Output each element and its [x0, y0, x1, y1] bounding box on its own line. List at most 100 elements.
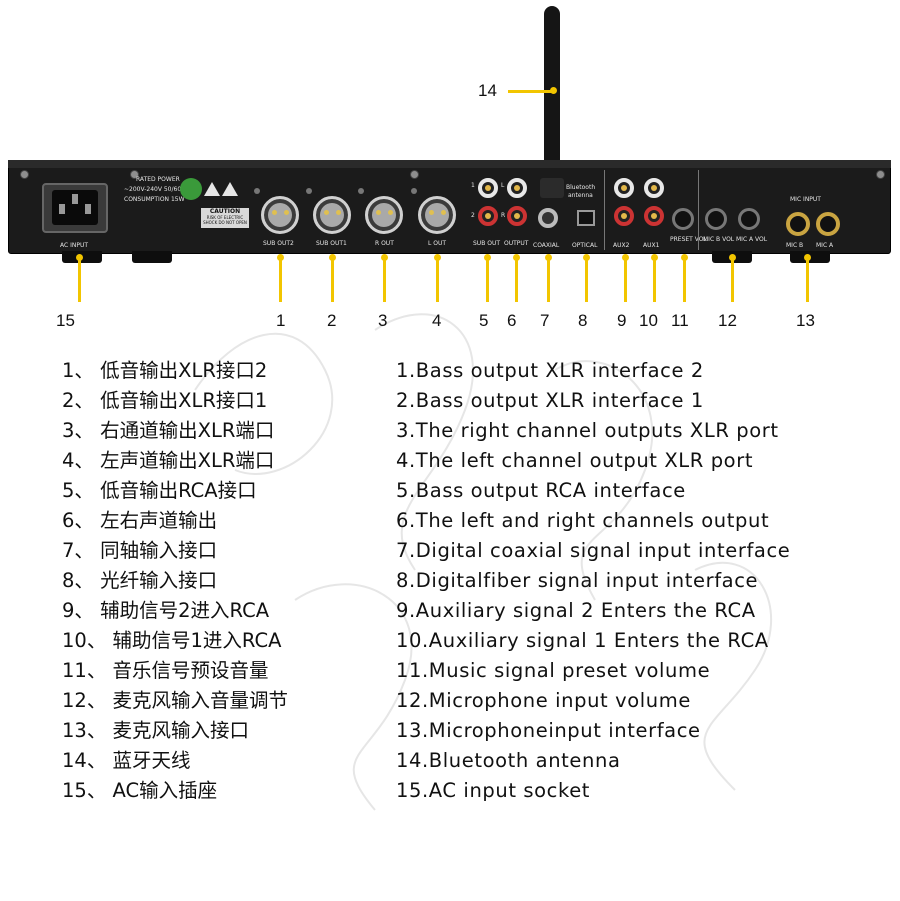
legend-zh-item: 8、 光纤输入接口 — [62, 569, 218, 592]
antenna-label: antenna — [568, 192, 593, 199]
legend-en-item: 9.Auxiliary signal 2 Enters the RCA — [396, 599, 756, 622]
preset-volume-knob — [672, 208, 694, 230]
xlr-r-out — [365, 196, 403, 234]
xlr-l-out — [418, 196, 456, 234]
xlr-pin — [272, 210, 277, 215]
rca-channel-2-label: 2 — [471, 212, 475, 219]
callout-number-7: 7 — [540, 311, 550, 330]
legend-en-item: 3.The right channel outputs XLR port — [396, 419, 779, 442]
antenna-mount — [540, 178, 564, 198]
callout-leader-10 — [653, 258, 656, 302]
mic-input-label: MIC INPUT — [790, 196, 821, 203]
aux2-label: AUX2 — [613, 242, 630, 249]
panel-top-lip — [8, 160, 891, 168]
rca-channel-1-label: 1 — [471, 182, 475, 189]
legend-en-item: 4.The left channel output XLR port — [396, 449, 754, 472]
callout-dot-6 — [513, 254, 520, 261]
screw — [20, 170, 29, 179]
xlr-pin — [429, 210, 434, 215]
callout-number-6: 6 — [507, 311, 517, 330]
callout-dot-4 — [434, 254, 441, 261]
callout-dot-15 — [76, 254, 83, 261]
callout-dot-10 — [651, 254, 658, 261]
screw — [130, 170, 139, 179]
rca-aux1-r — [644, 206, 664, 226]
legend-chinese: 1、 低音输出XLR接口2 2、 低音输出XLR接口1 3、 右通道输出XLR端… — [62, 356, 288, 806]
callout-number-10: 10 — [639, 311, 658, 330]
xlr-pin — [441, 210, 446, 215]
watermark-graphic — [194, 313, 773, 811]
legend-zh-item: 4、 左声道输出XLR端口 — [62, 449, 275, 472]
callout-dot-7 — [545, 254, 552, 261]
callout-dot-2 — [329, 254, 336, 261]
rating-line-3: CONSUMPTION 15W — [124, 196, 185, 203]
rating-line-1: RATED POWER — [136, 176, 180, 183]
callout-dot-13 — [804, 254, 811, 261]
callout-number-15: 15 — [56, 311, 75, 330]
panel-divider — [604, 170, 605, 250]
callout-number-9: 9 — [617, 311, 627, 330]
xlr-pin — [376, 210, 381, 215]
xlr-mount-screw — [306, 188, 312, 194]
callout-number-2: 2 — [327, 311, 337, 330]
legend-en-item: 5.Bass output RCA interface — [396, 479, 686, 502]
ac-pin — [85, 204, 91, 214]
callout-leader-14 — [508, 90, 554, 93]
legend-en-item: 1.Bass output XLR interface 2 — [396, 359, 704, 382]
xlr-pin — [388, 210, 393, 215]
certification-icon — [180, 178, 202, 200]
callout-dot-9 — [622, 254, 629, 261]
r-out-label: R OUT — [375, 240, 394, 247]
screw — [410, 170, 419, 179]
callout-leader-5 — [486, 258, 489, 302]
caution-title: CAUTION — [209, 208, 241, 215]
callout-dot-3 — [381, 254, 388, 261]
ac-pin — [72, 194, 78, 204]
callout-dot-12 — [729, 254, 736, 261]
callout-number-1: 1 — [276, 311, 286, 330]
xlr-sub-out1 — [313, 196, 351, 234]
rca-aux1-l — [644, 178, 664, 198]
rca-output-l — [507, 178, 527, 198]
callout-leader-13 — [806, 258, 809, 302]
xlr-mount-screw — [254, 188, 260, 194]
rating-line-2: ~200V-240V 50/60Hz — [124, 186, 189, 193]
legend-en-item: 7.Digital coaxial signal input interface — [396, 539, 791, 562]
device-foot — [132, 251, 172, 263]
xlr-mount-screw — [358, 188, 364, 194]
rca-sub-out-2 — [478, 206, 498, 226]
panel-divider — [698, 170, 699, 250]
callout-leader-3 — [383, 258, 386, 302]
optical-label: OPTICAL — [572, 242, 598, 249]
callout-leader-11 — [683, 258, 686, 302]
rca-sub-out-1 — [478, 178, 498, 198]
callout-number-12: 12 — [718, 311, 737, 330]
legend-en-item: 15.AC input socket — [396, 779, 591, 802]
callout-dot-11 — [681, 254, 688, 261]
rca-aux2-r — [614, 206, 634, 226]
ac-input-label: AC INPUT — [60, 242, 89, 249]
legend-en-item: 2.Bass output XLR interface 1 — [396, 389, 704, 412]
l-out-label: L OUT — [428, 240, 447, 247]
mic-b-label: MIC B — [786, 242, 804, 249]
screw — [876, 170, 885, 179]
mic-a-volume-knob — [738, 208, 760, 230]
mic-a-label: MIC A — [816, 242, 834, 249]
legend-en-item: 14.Bluetooth antenna — [396, 749, 621, 772]
legend-zh-item: 1、 低音输出XLR接口2 — [62, 359, 268, 382]
optical-input-port — [577, 210, 595, 226]
legend-zh-item: 6、 左右声道输出 — [62, 509, 218, 532]
warning-triangle-icon — [204, 182, 220, 196]
legend-zh-item: 12、 麦克风输入音量调节 — [62, 689, 289, 712]
callout-number-3: 3 — [378, 311, 388, 330]
callout-leader-1 — [279, 258, 282, 302]
xlr-pin — [336, 210, 341, 215]
legend-en-item: 10.Auxiliary signal 1 Enters the RCA — [396, 629, 769, 652]
coaxial-input-jack — [538, 208, 558, 228]
legend-zh-item: 14、 蓝牙天线 — [62, 749, 191, 772]
legend-zh-item: 7、 同轴输入接口 — [62, 539, 218, 562]
callout-number-5: 5 — [479, 311, 489, 330]
xlr-pin — [324, 210, 329, 215]
legend-zh-item: 9、 辅助信号2进入RCA — [62, 599, 270, 622]
xlr-sub-out2 — [261, 196, 299, 234]
